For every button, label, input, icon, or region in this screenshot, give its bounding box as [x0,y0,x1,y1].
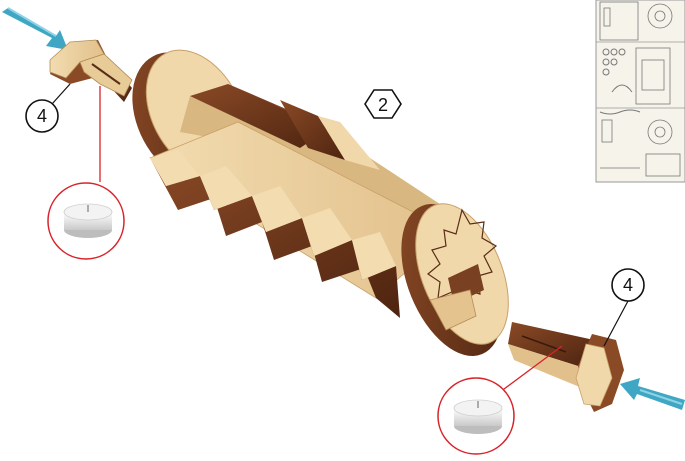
callout-label: 4 [623,275,633,295]
tealight-candle-icon [438,378,514,454]
callout-label: 2 [378,95,388,115]
callout-part-2: 2 [365,90,401,118]
insert-arrow-icon [620,378,685,410]
parts-sheet-thumbnail [596,0,685,182]
insert-arrow-icon [2,8,68,50]
tealight-candle-icon [48,183,124,259]
callout-label: 4 [37,106,47,126]
drum-assembly [111,33,527,371]
callout-part-4-right: 4 [604,269,644,346]
callout-part-4-left: 4 [26,84,70,132]
end-cap-right [508,322,624,412]
